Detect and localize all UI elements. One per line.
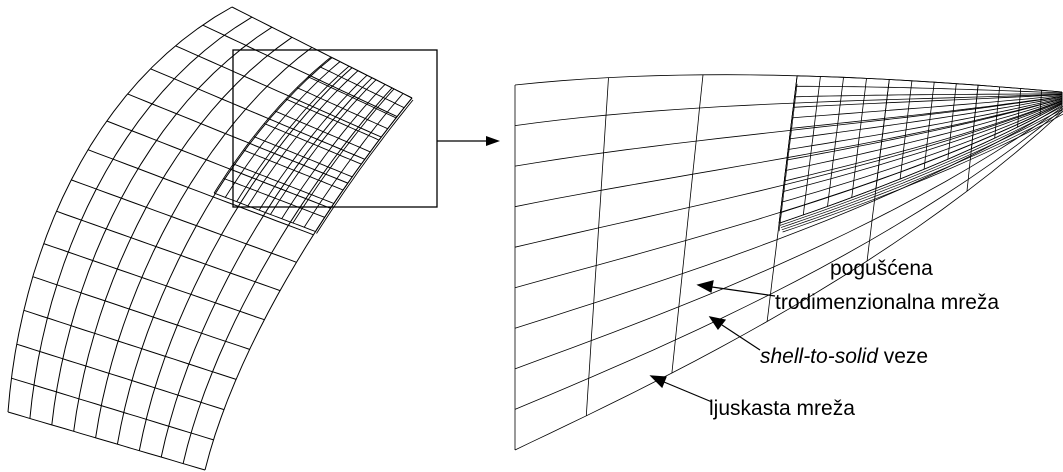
overview-mesh-line — [7, 6, 233, 413]
overview-mesh-line — [7, 411, 206, 471]
overview-fine-line — [253, 136, 353, 178]
detail-fine-line — [780, 102, 1063, 214]
thickness-layer — [780, 108, 1063, 228]
overview-fine-line — [236, 65, 350, 202]
overview-fine-line — [315, 97, 413, 232]
detail-fine-line — [793, 94, 1063, 108]
overview-mesh-line — [182, 87, 393, 464]
overview-mesh-line — [106, 120, 331, 209]
overview-mesh-line — [29, 16, 253, 419]
thickness-layer — [779, 105, 1063, 226]
detail-fine-line — [781, 101, 1063, 203]
detail-fine-line — [794, 93, 1063, 98]
detail-coarse-line — [514, 111, 1063, 451]
shell-mesh-overview — [7, 6, 413, 471]
overview-fine-line — [319, 66, 405, 109]
overview-mesh-line — [87, 149, 314, 236]
solid-mesh-detail — [778, 75, 1063, 224]
overview-mesh-line — [175, 45, 382, 138]
overview-fine-line — [213, 56, 332, 194]
overview-fine-line — [243, 149, 344, 191]
overview-fine-line — [270, 79, 377, 215]
overview-mesh-line — [95, 47, 313, 438]
overview-fine-line — [292, 88, 395, 224]
label-arrows — [649, 280, 776, 403]
zoom-arrow — [437, 136, 500, 146]
shell-mesh-label: ljuskasta mreža — [709, 397, 855, 420]
overview-fine-line — [258, 74, 368, 211]
detail-coarse-line — [514, 104, 1063, 329]
overview-mesh-line — [16, 343, 225, 411]
thickness-layer — [781, 111, 1063, 231]
overview-mesh-line — [202, 24, 398, 118]
overview-mesh-line — [138, 67, 353, 451]
detail-fine-line — [797, 75, 1063, 93]
overview-mesh-line — [71, 179, 297, 263]
overview-mesh-line — [56, 210, 281, 292]
overview-fine-line — [296, 87, 388, 130]
detail-fine-line — [786, 98, 1063, 161]
detail-coarse-line — [514, 74, 1063, 93]
detail-fine-line — [788, 97, 1063, 150]
overview-mesh-line — [51, 26, 273, 425]
connections-label-rest: veze — [877, 345, 929, 368]
detail-fine-line — [791, 95, 1063, 119]
detail-coarse-line — [585, 77, 609, 416]
detail-coarse-line — [514, 109, 1063, 410]
overview-fine-line — [274, 110, 371, 153]
overview-fine-line — [307, 76, 397, 119]
overview-fine-line — [213, 192, 316, 232]
detail-fine-line — [778, 103, 1063, 224]
overview-mesh-line — [150, 68, 365, 160]
shell-mesh-detail — [514, 74, 1063, 451]
overview-fine-line — [264, 123, 362, 165]
detail-fine-line — [789, 96, 1063, 140]
thickness-edge — [778, 75, 798, 224]
detail-coarse-line — [671, 74, 704, 374]
overview-mesh-line — [204, 97, 413, 471]
dense-mesh-label-line1: pogušćena — [830, 257, 933, 280]
overview-mesh-line — [23, 309, 237, 380]
detail-fine-line — [782, 101, 1063, 192]
connections-label-italic: shell-to-solid — [760, 345, 878, 368]
overview-mesh-line — [32, 276, 250, 350]
overview-fine-line — [224, 61, 341, 198]
overview-mesh-line — [160, 77, 373, 458]
overview-mesh-line — [43, 243, 265, 321]
thickness-edge — [778, 83, 798, 232]
overview-mesh-line — [127, 93, 348, 184]
overview-mesh-line — [11, 377, 214, 441]
detail-fine-line — [784, 100, 1063, 182]
thickness-layer — [778, 103, 1063, 224]
detail-fine-line — [790, 95, 1063, 129]
overview-fine-line — [233, 163, 334, 204]
connections-label: shell-to-solid veze — [760, 346, 928, 367]
overview-fine-line — [285, 98, 380, 141]
solid-thickness-band — [778, 75, 1063, 233]
overview-fine-line — [281, 84, 386, 219]
refined-region-overview — [213, 56, 414, 234]
dense-mesh-label-line2: trodimenzionalna mreža — [775, 291, 1000, 314]
overview-fine-line — [223, 177, 325, 218]
detail-coarse-line — [514, 107, 1063, 370]
thickness-layer — [782, 113, 1063, 233]
overview-mesh-line — [116, 57, 333, 445]
detail-fine-line — [795, 85, 1063, 94]
overview-mesh-line — [73, 36, 293, 432]
overview-fine-line — [330, 56, 413, 99]
overview-thickness — [316, 99, 414, 234]
detail-fine-line — [785, 99, 1063, 171]
overview-fine-line — [303, 93, 404, 228]
overview-fine-line — [247, 70, 359, 207]
zoom-box — [232, 49, 438, 208]
